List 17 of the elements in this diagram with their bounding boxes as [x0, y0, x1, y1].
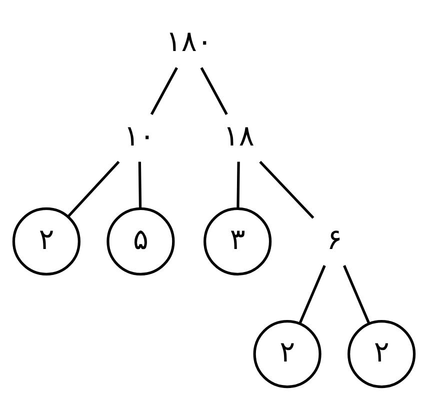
connector [67, 160, 120, 218]
node-text: ۱۸ [223, 118, 254, 152]
connector [236, 162, 240, 209]
node-circle: ۲ [253, 320, 322, 388]
node-circle: ۳ [204, 207, 272, 276]
connector [200, 67, 228, 115]
node-circle: ۵ [106, 207, 175, 276]
node-circle: ۲ [348, 320, 416, 388]
connector [150, 67, 178, 115]
node-circle: ۲ [12, 207, 80, 276]
connector [259, 160, 314, 219]
connector [298, 265, 326, 324]
node-text: ۱۸۰ [166, 24, 212, 58]
node-text: ۶ [326, 222, 342, 256]
node-text: ۱۰ [124, 118, 155, 152]
connector [343, 265, 370, 324]
connector [138, 162, 142, 209]
